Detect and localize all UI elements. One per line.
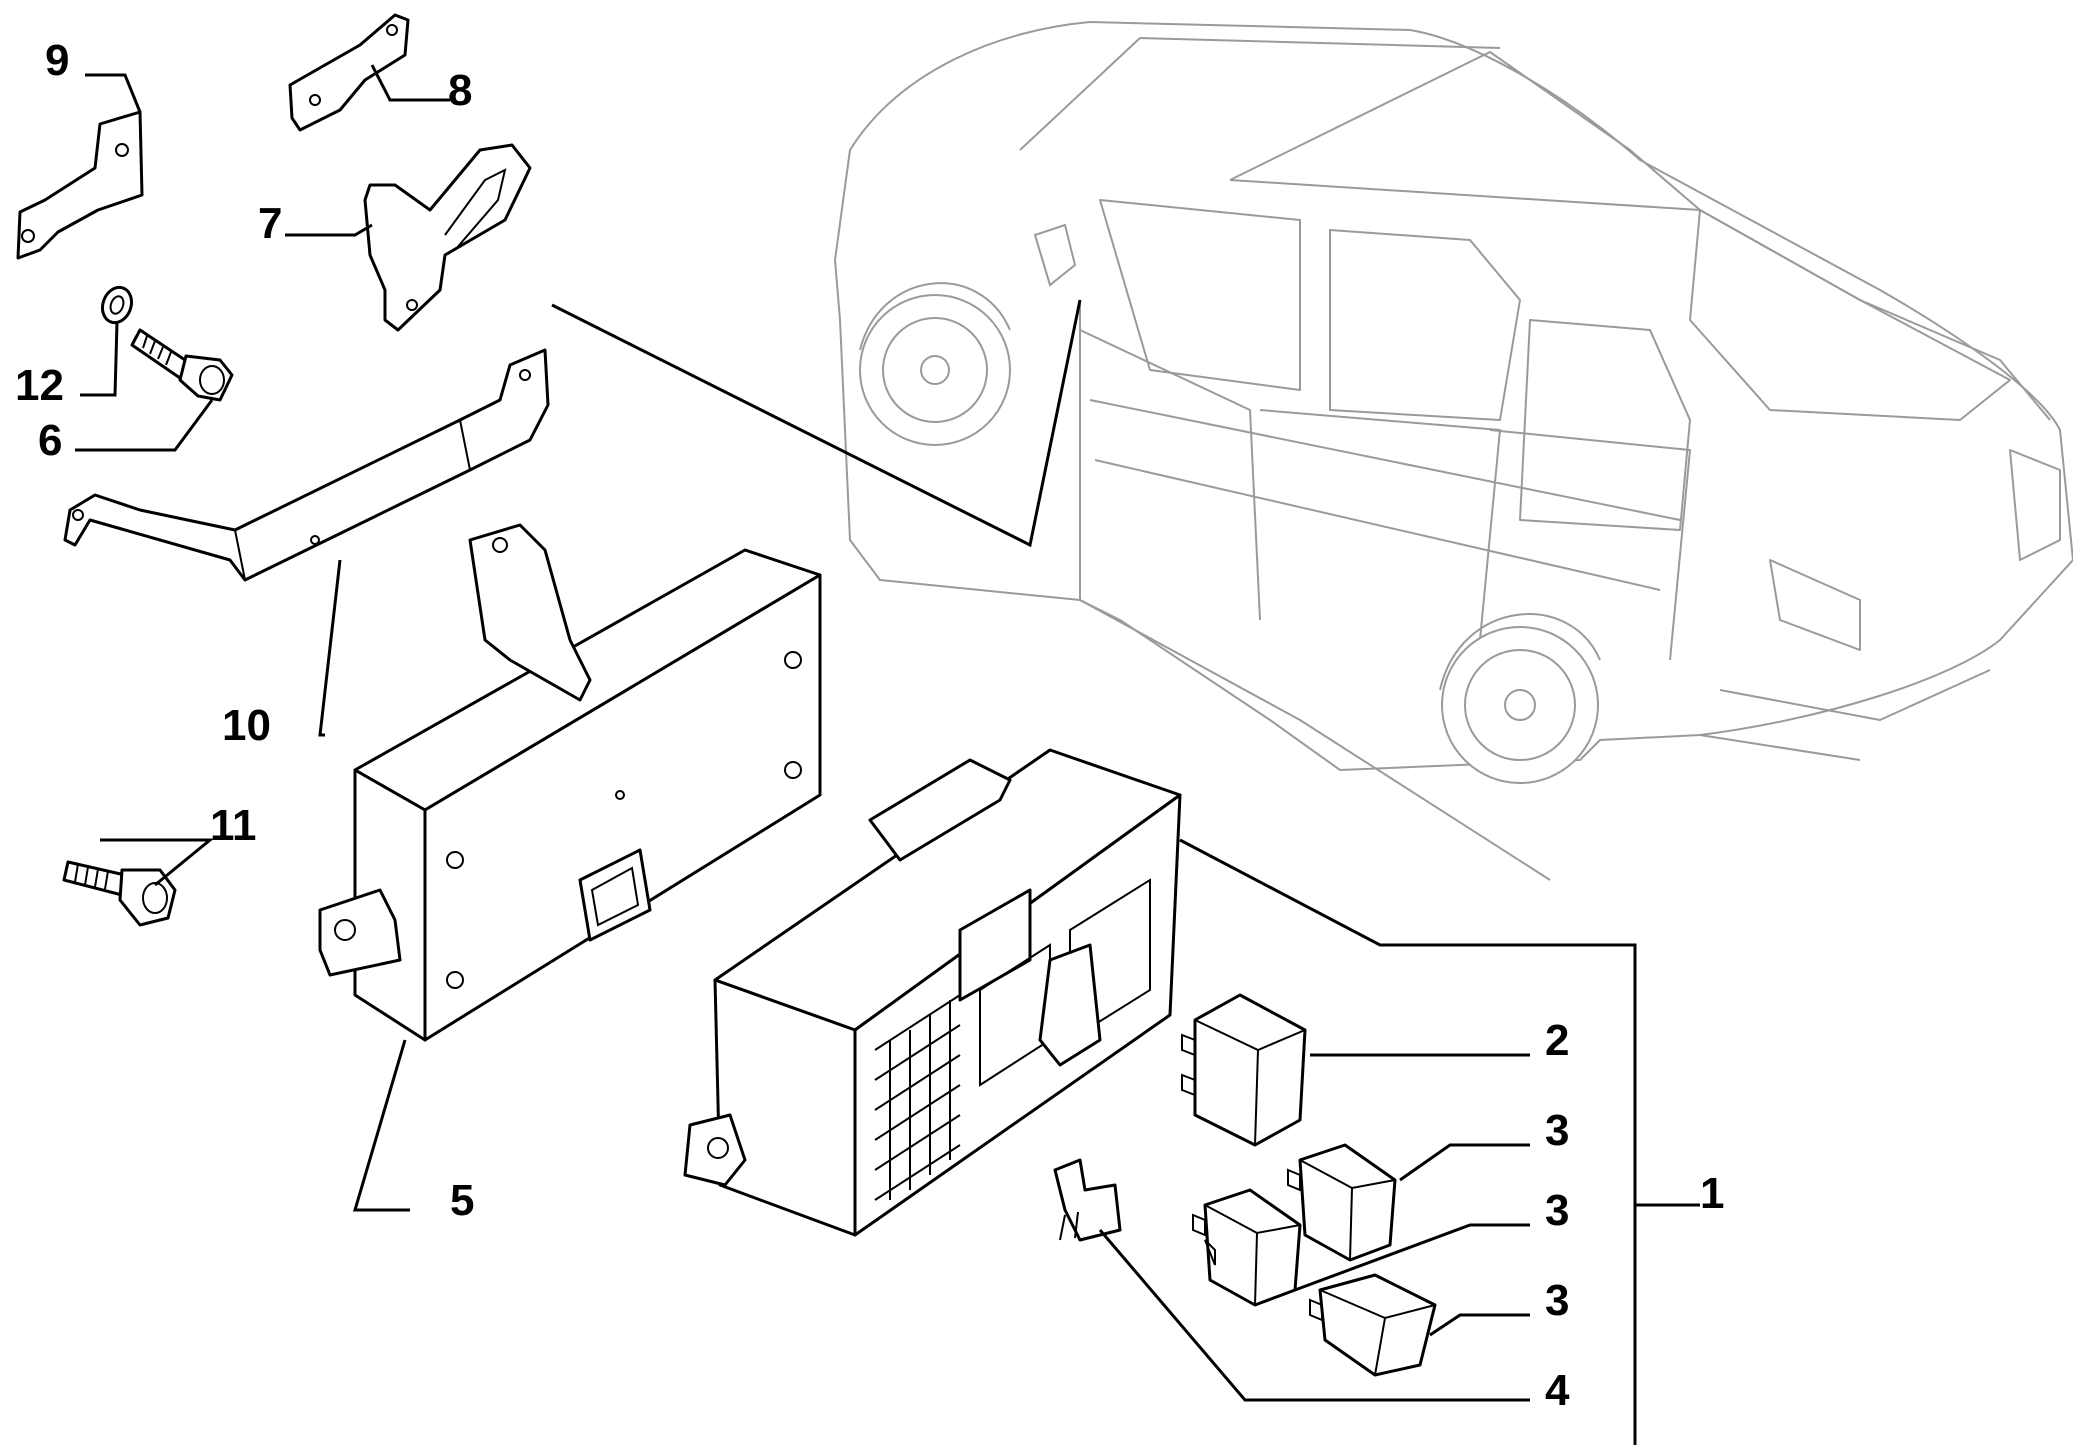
vehicle-outline [834, 21, 2073, 881]
callout-2: 2 [1545, 1016, 1569, 1065]
fuse-4 [1053, 1158, 1122, 1242]
relay-3-lower [1309, 1273, 1437, 1377]
relay-3-middle [1192, 1188, 1302, 1307]
callout-1: 1 [1700, 1169, 1724, 1218]
fuse-box-1 [683, 748, 1182, 1237]
callout-3-lower: 3 [1545, 1276, 1569, 1325]
clip-7 [363, 143, 532, 332]
callout-3-upper: 3 [1545, 1106, 1569, 1155]
vehicle-location-leader [551, 299, 1082, 548]
leader-lines [75, 64, 1700, 1445]
callout-3-middle: 3 [1545, 1186, 1569, 1235]
callout-6: 6 [38, 416, 62, 465]
bracket-8 [288, 13, 410, 132]
callout-9: 9 [45, 36, 69, 85]
callout-5: 5 [450, 1176, 474, 1225]
relay-2 [1181, 993, 1307, 1147]
callout-11: 11 [210, 801, 257, 850]
control-unit-5 [318, 523, 822, 1042]
bracket-9 [16, 110, 144, 260]
callout-labels: 9 8 7 12 6 10 11 5 2 3 3 3 4 1 [15, 36, 1724, 1415]
bolt-11 [62, 860, 177, 927]
washer-12 [100, 285, 134, 325]
bracket-10 [63, 348, 550, 582]
callout-4: 4 [1545, 1366, 1570, 1415]
relay-3-upper [1287, 1143, 1397, 1262]
callout-10: 10 [222, 701, 271, 750]
callout-12: 12 [15, 361, 64, 410]
callout-8: 8 [448, 66, 472, 115]
bolt-6 [130, 328, 234, 402]
callout-7: 7 [258, 199, 282, 248]
